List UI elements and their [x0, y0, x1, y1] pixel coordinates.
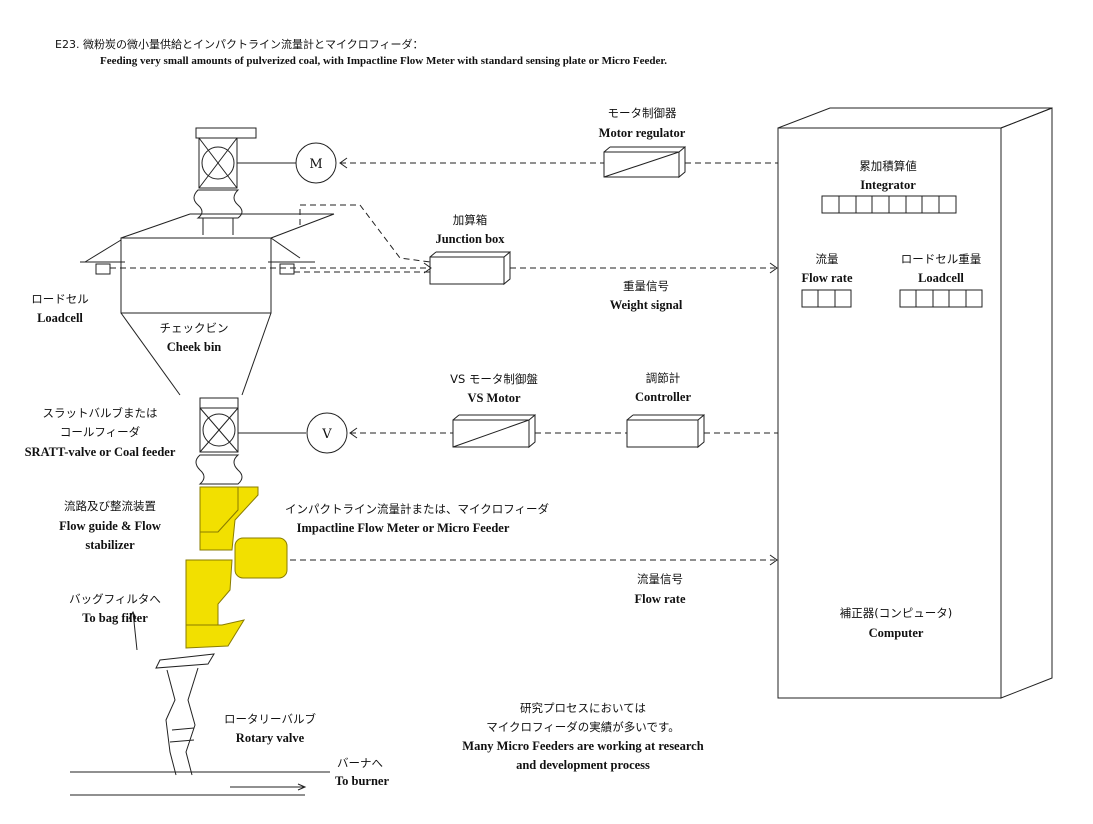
top-feeder — [193, 127, 296, 235]
motor-symbol-label: M — [309, 157, 322, 172]
weight-signal-en: Weight signal — [609, 298, 683, 312]
flow-guide-en1: Flow guide & Flow — [59, 519, 161, 533]
flow-rate-signal-en: Flow rate — [634, 592, 686, 606]
controller-en: Controller — [634, 390, 692, 404]
rotary-valve — [155, 653, 215, 776]
burner-en: To burner — [334, 774, 390, 788]
hopper-top-signal — [299, 204, 431, 263]
check-bin-jp: チェックビン — [159, 321, 229, 335]
motor-regulator-box — [603, 145, 686, 179]
impactline-flow-meter — [185, 486, 288, 649]
flow-guide-en2: stabilizer — [85, 538, 135, 552]
impactline-en: Impactline Flow Meter or Micro Feeder — [296, 521, 510, 535]
integrator-display — [821, 195, 957, 214]
loadcell-jp: ロードセル — [31, 292, 89, 306]
rotary-valve-en: Rotary valve — [235, 731, 305, 745]
note-jp1: 研究プロセスにおいては — [520, 701, 646, 715]
motor-regulator-en: Motor regulator — [598, 126, 686, 140]
flow-rate-display — [801, 289, 852, 308]
title-japanese: E23. 微粉炭の微小量供給とインパクトライン流量計とマイクロフィーダ： — [55, 38, 424, 51]
rotary-valve-jp: ロータリーバルブ — [224, 712, 316, 726]
valve-drive-symbol — [306, 412, 348, 454]
loadcell-weight-jp: ロードセル重量 — [900, 252, 982, 266]
title-english: Feeding very small amounts of pulverized… — [100, 55, 667, 67]
computer-en: Computer — [868, 626, 924, 640]
note-jp2: マイクロフィーダの実績が多いです。 — [486, 720, 680, 734]
computer-cabinet — [777, 107, 1053, 699]
burner-line — [70, 771, 330, 796]
junction-box-en: Junction box — [435, 232, 505, 246]
slatt-valve-en: SRATT-valve or Coal feeder — [24, 445, 176, 459]
note-en2: and development process — [516, 758, 650, 772]
check-bin-en: Cheek bin — [166, 340, 222, 354]
weight-signal-jp: 重量信号 — [623, 279, 669, 293]
weigh-hopper — [80, 213, 335, 396]
valve-symbol-label: V — [321, 427, 332, 442]
note-en1: Many Micro Feeders are working at resear… — [462, 739, 704, 753]
flow-guide-jp: 流路及び整流装置 — [64, 499, 156, 513]
integrator-en: Integrator — [860, 178, 916, 192]
flow-rate-display-jp: 流量 — [815, 252, 839, 266]
vs-motor-jp: VS モータ制御盤 — [450, 372, 538, 386]
computer-jp: 補正器(コンピュータ) — [839, 606, 953, 620]
bag-filter-jp: バッグフィルタへ — [69, 592, 161, 606]
flow-rate-display-en: Flow rate — [801, 271, 853, 285]
loadcell-display — [899, 289, 983, 308]
flow-rate-signal-jp: 流量信号 — [637, 572, 683, 586]
slatt-valve — [195, 397, 306, 485]
controller-jp: 調節計 — [645, 371, 681, 385]
bag-filter-en: To bag filter — [82, 611, 148, 625]
controller-box — [626, 413, 705, 449]
vs-motor-box — [452, 413, 536, 449]
impactline-jp: インパクトライン流量計または、マイクロフィーダ — [284, 502, 550, 516]
junction-box-jp: 加算箱 — [452, 213, 488, 227]
slatt-valve-jp2: コールフィーダ — [59, 425, 141, 439]
junction-box — [429, 250, 511, 286]
vs-motor-en: VS Motor — [467, 391, 521, 405]
loadcell-weight-en: Loadcell — [918, 271, 964, 285]
motor-regulator-jp: モータ制御器 — [607, 106, 677, 120]
loadcell-en: Loadcell — [37, 311, 83, 325]
burner-jp: バーナへ — [337, 756, 383, 770]
integrator-jp: 累加積算値 — [859, 159, 917, 173]
slatt-valve-jp1: スラットバルブまたは — [42, 406, 158, 420]
